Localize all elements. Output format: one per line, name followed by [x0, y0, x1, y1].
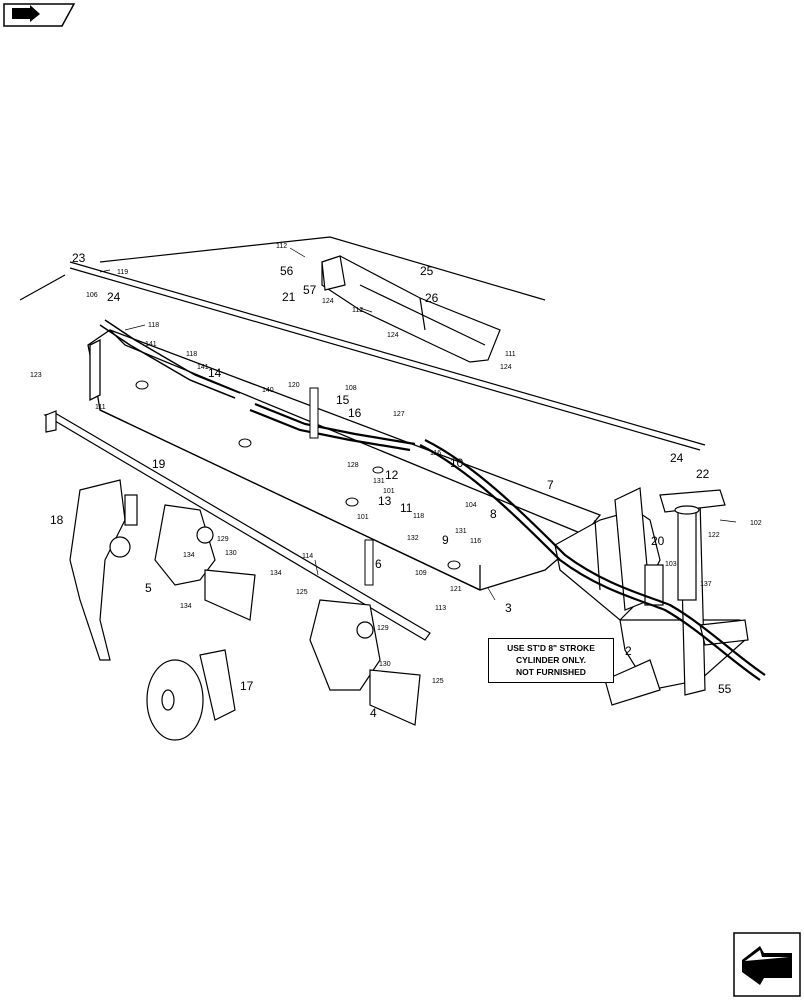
callout-134: 134: [183, 552, 195, 559]
callout-116: 116: [430, 450, 441, 457]
callout-103: 103: [665, 561, 677, 568]
callout-4: 4: [370, 706, 377, 720]
previous-page-arrow-icon: [3, 3, 76, 27]
callout-112: 112: [352, 307, 363, 314]
next-page-arrow-icon: [733, 932, 801, 997]
callout-10: 10: [450, 456, 464, 470]
callout-104: 104: [465, 502, 477, 509]
callout-130: 130: [225, 550, 237, 557]
callout-5: 5: [145, 581, 152, 595]
callout-9: 9: [442, 533, 449, 547]
bar-19: [43, 410, 431, 641]
callout-134: 134: [180, 603, 192, 610]
callout-55: 55: [718, 682, 732, 696]
callout-127: 127: [393, 411, 405, 418]
callout-12: 12: [385, 468, 399, 482]
bracket-4: [309, 599, 421, 726]
callout-102: 102: [750, 520, 762, 527]
callout-124: 124: [387, 332, 399, 339]
callout-14: 14: [208, 366, 222, 380]
callout-13: 13: [378, 494, 392, 508]
callout-25: 25: [420, 264, 434, 278]
callout-118: 118: [413, 513, 424, 520]
callout-19: 19: [152, 457, 166, 471]
callout-3: 3: [505, 601, 512, 615]
callout-101: 101: [383, 488, 395, 495]
next-page-button[interactable]: [733, 932, 801, 997]
callout-141: 141: [197, 364, 209, 371]
spacer-parts: [135, 380, 461, 586]
tube-assembly-25: [321, 255, 501, 363]
callout-57: 57: [303, 283, 317, 297]
cylinder-20: [644, 505, 700, 606]
callout-22: 22: [696, 467, 710, 481]
callout-24: 24: [107, 290, 121, 304]
callout-20: 20: [651, 534, 665, 548]
callout-140: 140: [262, 387, 274, 394]
callout-11: 11: [400, 501, 413, 515]
callout-2: 2: [625, 644, 632, 658]
callout-112: 112: [276, 243, 287, 250]
callout-6: 6: [375, 557, 382, 571]
callout-122: 122: [708, 532, 720, 539]
callout-141: 141: [145, 341, 157, 348]
callout-26: 26: [425, 291, 439, 305]
callout-17: 17: [240, 679, 254, 693]
callout-137: 137: [700, 581, 712, 588]
cylinder-note-box: USE ST'D 8" STROKE CYLINDER ONLY. NOT FU…: [488, 638, 614, 683]
callout-101: 101: [357, 514, 369, 521]
callout-15: 15: [336, 393, 350, 407]
linkage-rod-14: [99, 319, 241, 399]
main-frame-3: [87, 329, 602, 591]
shank-18: [69, 479, 138, 661]
callout-120: 120: [288, 382, 300, 389]
callout-125: 125: [432, 678, 444, 685]
callout-123: 123: [30, 372, 42, 379]
callout-7: 7: [547, 478, 554, 492]
callout-8: 8: [490, 507, 497, 521]
callout-109: 109: [415, 570, 427, 577]
callout-16: 16: [348, 406, 362, 420]
callout-56: 56: [280, 264, 294, 278]
previous-page-button[interactable]: [2, 2, 74, 28]
callout-134: 134: [270, 570, 282, 577]
bracket-5: [154, 504, 256, 621]
callout-111: 111: [95, 404, 106, 411]
callout-24: 24: [670, 451, 684, 465]
callout-119: 119: [117, 269, 128, 276]
callout-132: 132: [407, 535, 419, 542]
callout-21: 21: [282, 290, 296, 304]
callout-118: 118: [186, 351, 197, 358]
callout-124: 124: [322, 298, 334, 305]
hydraulic-hoses-55: [249, 402, 766, 681]
callout-128: 128: [347, 462, 359, 469]
callout-114: 114: [302, 553, 313, 560]
note-line-3: NOT FURNISHED: [516, 667, 586, 677]
callout-131: 131: [455, 528, 467, 535]
callout-18: 18: [50, 513, 64, 527]
callout-129: 129: [217, 536, 229, 543]
callout-106: 106: [86, 292, 98, 299]
callout-125: 125: [296, 589, 308, 596]
callout-130: 130: [379, 661, 391, 668]
callout-leaders: [99, 247, 737, 601]
callout-108: 108: [345, 385, 357, 392]
callout-118: 118: [148, 322, 159, 329]
callout-124: 124: [500, 364, 512, 371]
note-line-1: USE ST'D 8" STROKE: [507, 643, 595, 653]
callout-121: 121: [450, 586, 462, 593]
callout-113: 113: [435, 605, 446, 612]
callout-111: 111: [505, 351, 516, 358]
callout-129: 129: [377, 625, 389, 632]
callout-labels: 112 56 57 25 26 124 112 124 111 124 23 1…: [30, 243, 762, 720]
disc-assembly-17: [146, 649, 236, 741]
callout-131: 131: [373, 478, 385, 485]
callout-116: 116: [470, 538, 481, 545]
note-line-2: CYLINDER ONLY.: [515, 655, 587, 665]
tie-rod-21: [19, 236, 706, 451]
callout-23: 23: [72, 251, 86, 265]
